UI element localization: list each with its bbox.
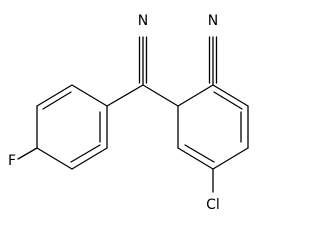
fluorophenyl-ring: [36, 84, 108, 170]
atom-label-fluorine: F: [8, 153, 16, 169]
central-nitrile-triple-bond: [138, 36, 148, 86]
benzonitrile-ring: [177, 84, 249, 170]
bond-ch-to-fluorophenyl: [106, 84, 144, 107]
bond-c-f: [17, 147, 38, 160]
atom-label-n-right: N: [208, 13, 218, 29]
atom-label-chlorine: Cl: [206, 197, 220, 213]
ring-nitrile-triple-bond: [208, 36, 218, 86]
bond-ch-to-benzonitrile: [142, 84, 179, 107]
atom-label-n-top: N: [138, 13, 148, 29]
molecule-structure: N F N Cl: [8, 13, 249, 213]
